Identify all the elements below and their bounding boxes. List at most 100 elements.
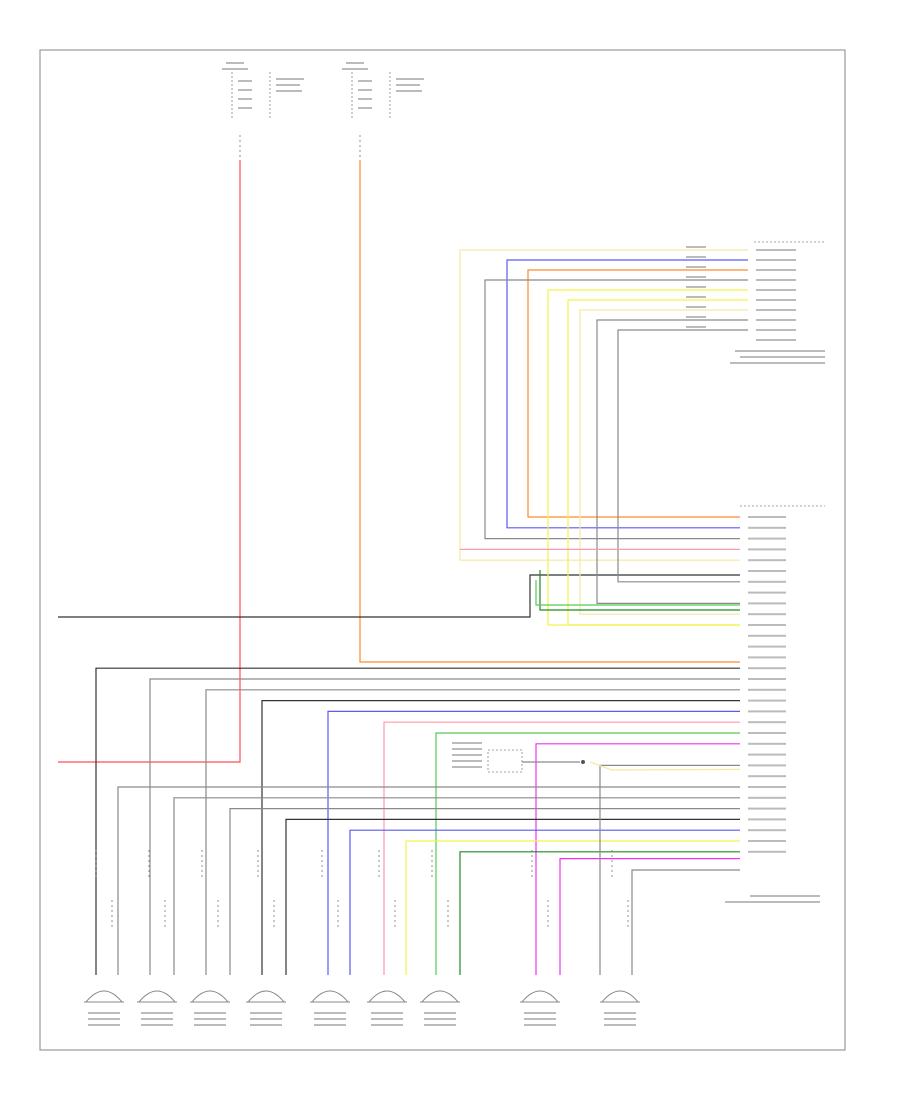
wire-shield: [539, 570, 740, 611]
wire-speaker-return-2: [173, 797, 740, 975]
connector-main-pin-label: [748, 580, 786, 583]
wire-speaker-feed-7: [535, 743, 740, 975]
wire-speaker-feed-1: [149, 678, 740, 975]
wire-speaker-return-4: [285, 818, 740, 975]
wire-speaker-feed-2: [205, 689, 740, 975]
connector-main-pin-label: [748, 796, 786, 799]
wire-bus-8: [617, 329, 748, 583]
connector-main-pin-label: [748, 775, 786, 778]
connector-main-pin-label: [748, 807, 786, 810]
wire-code-label: [686, 326, 706, 328]
connector-main-pin-label: [748, 537, 786, 540]
speaker-icon: [310, 990, 350, 1003]
fuse-left-title: [222, 68, 248, 70]
connector-top-pin-label: [756, 319, 796, 321]
speaker-label: [194, 1018, 226, 1020]
speaker-label: [194, 1012, 226, 1014]
inline-module-label: [452, 760, 482, 762]
wire-speaker-return-8: [559, 857, 740, 975]
speaker-label: [88, 1018, 120, 1020]
wire-shield-2: [535, 580, 740, 606]
connector-main-pin-label: [748, 613, 786, 616]
connector-main-pin-label: [748, 840, 786, 842]
connector-main-pin-label: [748, 678, 786, 680]
fuse-right-pin-label: [358, 80, 372, 82]
speaker-label: [314, 1012, 346, 1014]
speaker-label: [141, 1024, 173, 1026]
connector-top-pin-label: [756, 329, 796, 331]
wire-speaker-return-1: [117, 786, 740, 975]
wire-speaker-return-7: [459, 851, 740, 975]
connector-top-pin-label: [756, 279, 796, 281]
connector-top-pin-label: [756, 339, 796, 341]
wire-code-label: [686, 316, 706, 318]
speaker-label: [250, 1024, 282, 1026]
wire-speaker-return-5: [349, 829, 740, 975]
speaker-label: [524, 1012, 556, 1014]
connector-main-pin-label: [748, 645, 786, 648]
fuse-right-note: [396, 84, 420, 86]
fuse-left-pin-label: [238, 107, 252, 109]
connector-main-pin-label: [748, 656, 786, 659]
speaker-label: [424, 1018, 456, 1020]
speaker-label: [524, 1018, 556, 1020]
speaker-label: [250, 1012, 282, 1014]
speaker-label: [424, 1024, 456, 1026]
fuse-right-title: [346, 62, 364, 64]
connector-top-title: [740, 356, 825, 358]
fuse-right-title: [342, 68, 368, 70]
wire-code-label: [686, 276, 706, 278]
fuse-left-title: [226, 62, 244, 64]
connector-main-pin-label: [748, 667, 786, 670]
speaker-icon: [520, 990, 560, 1003]
wire-ground: [58, 574, 740, 618]
wire-speaker-feed-6: [435, 732, 740, 975]
connector-top-pin-label: [756, 259, 796, 261]
connector-main-pin-label: [748, 699, 786, 702]
wire-inline-module-b: [589, 761, 741, 771]
wire-front-speaker-b: [631, 869, 740, 975]
wire-speaker-return-3: [229, 807, 740, 975]
speaker-label: [314, 1024, 346, 1026]
fuse-left-note: [276, 84, 300, 86]
component-layer: [84, 62, 825, 1026]
wire-power-right: [359, 160, 740, 663]
connector-main-pin-label: [748, 591, 786, 594]
connector-main-pin-label: [748, 526, 786, 529]
connector-main-pin-label: [748, 624, 786, 626]
wire-bus-7: [596, 319, 748, 605]
speaker-label: [88, 1024, 120, 1026]
wire-speaker-feed-3: [261, 699, 740, 975]
connector-main-pin-label: [748, 559, 786, 562]
wire-bus-0: [459, 249, 748, 561]
speaker-icon: [190, 990, 230, 1003]
speaker-label: [604, 1024, 636, 1026]
connector-main-title: [725, 901, 820, 903]
fuse-right-pin-label: [358, 107, 372, 109]
wire-bus-1: [506, 259, 748, 529]
connector-main-pin-label: [748, 829, 786, 832]
fuse-left-pin-label: [238, 89, 252, 91]
wire-speaker-feed-5: [383, 721, 740, 975]
speaker-icon: [367, 990, 407, 1003]
connector-main-pin-label: [748, 516, 786, 518]
wire-code-label: [686, 246, 706, 248]
connector-main-title: [750, 895, 820, 897]
wire-speaker-feed-4: [327, 710, 740, 975]
fuse-left-pin-label: [238, 80, 252, 82]
connector-top-pin-label: [756, 289, 796, 291]
wire-bus-5: [567, 299, 748, 626]
connector-main-pin-label: [748, 710, 786, 713]
diagram-frame: [39, 49, 846, 1051]
fuse-right-note: [396, 90, 422, 92]
speaker-label: [371, 1024, 403, 1026]
connector-main-pin-label: [748, 742, 786, 745]
speaker-icon: [84, 990, 124, 1003]
wire-bus-2: [527, 269, 748, 518]
speaker-label: [314, 1018, 346, 1020]
connector-main-pin-label: [748, 850, 786, 853]
connector-top-title: [735, 350, 825, 352]
fuse-left-pin-label: [238, 98, 252, 100]
fuse-right-note: [396, 78, 424, 80]
connector-main-pin-label: [748, 634, 786, 637]
